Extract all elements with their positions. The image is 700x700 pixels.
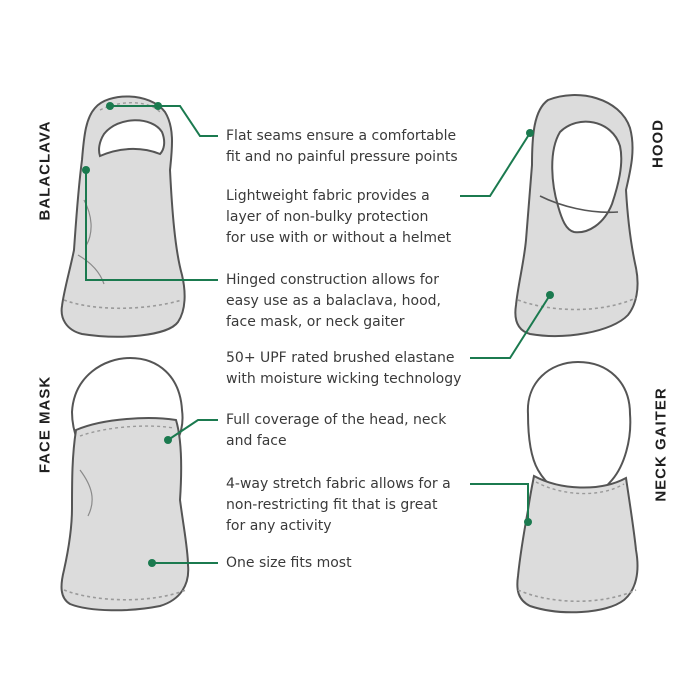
callout-line-lightweight <box>460 132 531 197</box>
callout-lines <box>85 105 551 564</box>
feature-line: face mask, or neck gaiter <box>226 314 405 330</box>
feature-one-size: One size fits most <box>226 553 506 574</box>
callout-dot-flat-seams-2 <box>154 102 162 110</box>
balaclava-garment <box>60 95 186 338</box>
hood-collar <box>539 195 619 214</box>
hood-illustration <box>514 94 639 337</box>
feature-line: with moisture wicking technology <box>226 371 462 387</box>
feature-upf: 50+ UPF rated brushed elastane with mois… <box>226 348 506 390</box>
feature-line: 50+ UPF rated brushed elastane <box>226 350 455 366</box>
callout-line-coverage <box>167 419 218 441</box>
face-mask-garment <box>60 417 190 612</box>
balaclava-face-opening <box>98 119 166 158</box>
label-face-mask: FACE MASK <box>36 375 54 474</box>
balaclava-illustration <box>60 95 186 338</box>
feature-line: fit and no painful pressure points <box>226 149 458 165</box>
callout-line-stretch <box>470 483 529 522</box>
callout-dot-lightweight <box>526 129 534 137</box>
callout-line-upf <box>470 294 551 359</box>
callout-dot-coverage <box>164 436 172 444</box>
feature-line: Hinged construction allows for <box>226 272 440 288</box>
face-mask-hem-seam <box>63 589 187 601</box>
feature-hinged-construction: Hinged construction allows for easy use … <box>226 270 506 333</box>
feature-flat-seams: Flat seams ensure a comfortable fit and … <box>226 126 506 168</box>
feature-line: non-restricting fit that is great <box>226 497 438 513</box>
neck-gaiter-illustration <box>516 360 639 614</box>
callout-line-flat-seams <box>110 105 218 137</box>
balaclava-top-seam <box>99 102 161 113</box>
callout-line-hinged <box>85 170 218 281</box>
feature-line: layer of non-bulky protection <box>226 209 429 225</box>
callout-dot-stretch <box>524 518 532 526</box>
feature-line: One size fits most <box>226 555 352 571</box>
feature-line: easy use as a balaclava, hood, <box>226 293 442 309</box>
feature-lightweight-fabric: Lightweight fabric provides a layer of n… <box>226 186 506 249</box>
hood-face <box>551 120 623 234</box>
feature-line: 4-way stretch fabric allows for a <box>226 476 451 492</box>
callout-dot-upf <box>546 291 554 299</box>
callout-dot-one-size <box>148 559 156 567</box>
feature-line: for use with or without a helmet <box>226 230 452 246</box>
balaclava-hem-seam <box>63 299 183 310</box>
face-mask-top-seam <box>79 425 175 437</box>
neck-gaiter-garment <box>516 474 639 614</box>
face-mask-fold <box>79 469 93 517</box>
face-mask-illustration <box>60 356 190 612</box>
feature-line: and face <box>226 433 287 449</box>
callout-dots <box>82 102 554 567</box>
feature-line: Lightweight fabric provides a <box>226 188 430 204</box>
feature-line: for any activity <box>226 518 332 534</box>
neck-gaiter-head <box>526 360 632 500</box>
callout-dot-flat-seams-1 <box>106 102 114 110</box>
feature-full-coverage: Full coverage of the head, neck and face <box>226 410 506 452</box>
feature-4-way-stretch: 4-way stretch fabric allows for a non-re… <box>226 474 506 537</box>
neck-gaiter-hem-seam <box>517 589 637 603</box>
label-balaclava: BALACLAVA <box>36 120 54 221</box>
label-neck-gaiter: NECK GAITER <box>652 387 670 502</box>
label-hood: HOOD <box>649 119 667 168</box>
feature-line: Full coverage of the head, neck <box>226 412 447 428</box>
callout-dot-hinged <box>82 166 90 174</box>
feature-line: Flat seams ensure a comfortable <box>226 128 457 144</box>
